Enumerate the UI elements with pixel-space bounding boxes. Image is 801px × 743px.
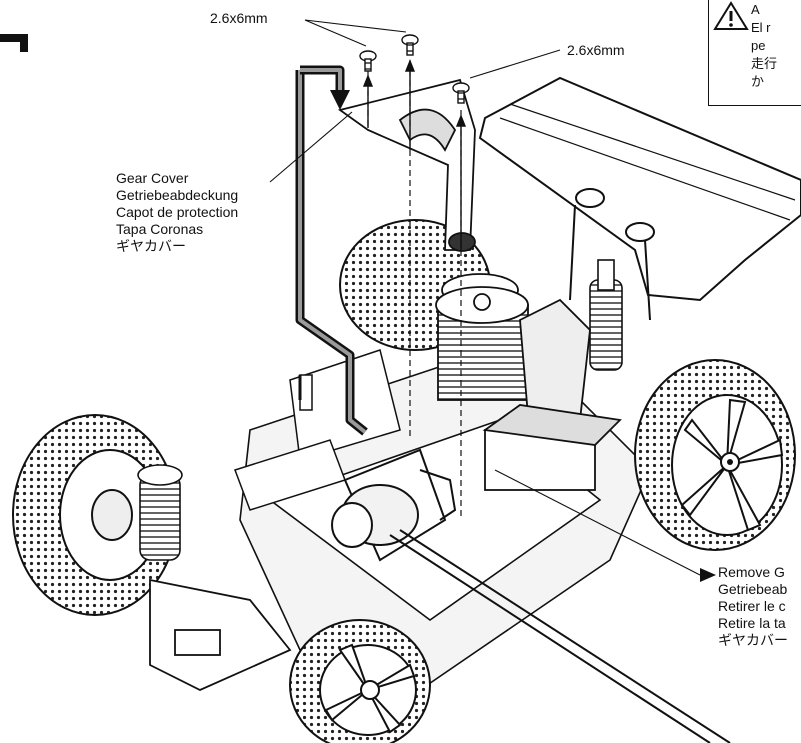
bottom-leader-lines bbox=[389, 529, 731, 743]
remove-note-en: Remove G bbox=[718, 564, 785, 580]
remove-note-leader bbox=[494, 469, 701, 576]
gear-cover-label: Gear Cover Getriebeabdeckung Capot de pr… bbox=[116, 170, 238, 255]
gear-cover-label-en: Gear Cover bbox=[116, 170, 189, 186]
front-right-wheel bbox=[289, 619, 431, 743]
warning-line-4: 走行 bbox=[751, 56, 778, 71]
solid-arrow-right-icon bbox=[700, 568, 716, 582]
front-shock-absorber bbox=[137, 464, 183, 561]
right-shock-absorber bbox=[589, 259, 623, 371]
warning-triangle-icon bbox=[713, 1, 749, 30]
remove-note-es: Retire la ta bbox=[718, 615, 786, 631]
page-corner-mark bbox=[0, 34, 28, 42]
warning-text: A El r pe 走行 か bbox=[751, 1, 777, 91]
remove-gear-cover-note: Remove G Getriebeab Retirer le c Retire … bbox=[718, 564, 788, 649]
screw-icon-1 bbox=[359, 50, 377, 72]
front-left-wheel bbox=[12, 414, 178, 616]
screw-icon-3 bbox=[452, 82, 470, 104]
rear-wing bbox=[478, 76, 801, 321]
screw-icon-2 bbox=[401, 34, 419, 56]
gear-cover-leader bbox=[269, 111, 353, 183]
engine bbox=[435, 273, 622, 491]
warning-box: A El r pe 走行 か bbox=[708, 0, 801, 106]
route-arrowhead-icon bbox=[330, 90, 350, 110]
remove-note-fr: Retirer le c bbox=[718, 598, 786, 614]
screw-icons bbox=[359, 34, 470, 104]
radio-tray bbox=[234, 349, 401, 511]
remove-note-ja: ギヤカバー bbox=[718, 632, 788, 648]
screw-size-label-top: 2.6x6mm bbox=[210, 10, 268, 26]
warning-line-2: El r bbox=[751, 20, 771, 35]
gear-cover-label-de: Getriebeabdeckung bbox=[116, 187, 239, 203]
warning-line-3: pe bbox=[751, 38, 766, 53]
warning-line-5: か bbox=[751, 74, 765, 89]
gear-cover-label-es: Tapa Coronas bbox=[116, 221, 204, 237]
gear-cover-label-fr: Capot de protection bbox=[116, 204, 239, 220]
remove-note-de: Getriebeab bbox=[718, 581, 788, 597]
right-rear-wheel bbox=[634, 359, 796, 551]
warning-line-1: A bbox=[751, 2, 760, 17]
front-bumper bbox=[149, 578, 292, 691]
fuel-tank bbox=[331, 448, 457, 562]
screw-size-label-right: 2.6x6mm bbox=[567, 42, 625, 58]
screw-leader-lines bbox=[304, 19, 561, 79]
gear-cover-label-ja: ギヤカバー bbox=[116, 238, 186, 254]
